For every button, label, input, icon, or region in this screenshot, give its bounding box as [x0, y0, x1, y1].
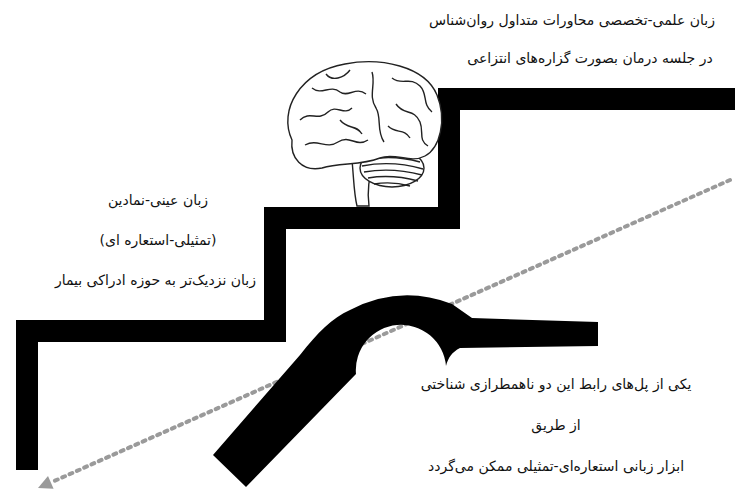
text-label: ابزار زبانی استعاره‌ای-تمثیلی ممکن می‌گر…: [426, 457, 686, 475]
text-label: (تمثیلی-استعاره ای): [98, 231, 219, 249]
text-label: زبان نزدیک‌تر به حوزه ادراکی بیمار: [53, 271, 258, 289]
arrow-head: [38, 476, 54, 489]
text-label: زبان عینی-نمادین: [106, 191, 210, 209]
text-label: از طریق: [529, 416, 583, 434]
brain-drawing: [288, 62, 442, 206]
text-label: در جلسه درمان بصورت گزاره‌های انتزاعی: [465, 49, 714, 67]
text-label: زبان علمی-تخصصی محاورات متداول روان‌شناس: [427, 11, 717, 29]
text-label: یکی از پل‌های رابط این دو ناهمطرازی شناخ…: [419, 375, 694, 393]
